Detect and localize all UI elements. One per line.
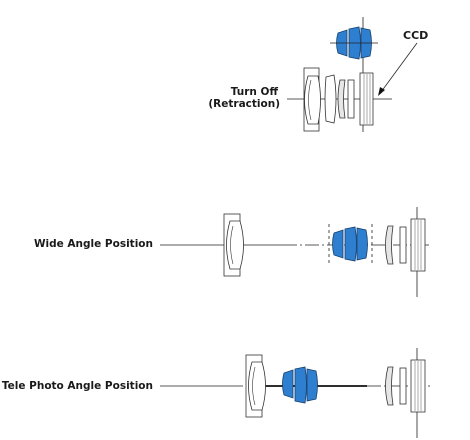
- tele-front-lens: [248, 361, 266, 411]
- wide-blue-lens-2: [344, 226, 357, 262]
- wide-front-lens: [226, 220, 244, 270]
- turn-off-label-line1: Turn Off: [231, 86, 279, 98]
- tele-lens-grey: [385, 366, 394, 406]
- turn-off-ccd-block: [359, 72, 374, 126]
- tele-blue-lens-2: [294, 366, 307, 404]
- tele-photo-section: Tele Photo Angle Position: [2, 348, 430, 438]
- tele-small-lens: [399, 367, 407, 405]
- wide-small-lens: [399, 226, 407, 264]
- wide-lens-grey: [385, 225, 394, 265]
- tele-photo-label: Tele Photo Angle Position: [2, 380, 153, 392]
- turn-off-front-lens-curve: [308, 79, 312, 121]
- wide-angle-label: Wide Angle Position: [34, 238, 153, 250]
- turn-off-lens-2: [324, 74, 337, 124]
- tele-sensor-hatch: [414, 361, 422, 411]
- tele-blue-lens-group: [282, 366, 318, 404]
- wide-sensor-hatch: [414, 220, 422, 270]
- ccd-leader-line: [380, 42, 418, 93]
- tele-front-lens-curve: [252, 366, 256, 406]
- tele-blue-lens-1: [282, 369, 294, 399]
- wide-blue-lens-group: [332, 226, 368, 262]
- turn-off-front-lens: [304, 75, 321, 125]
- wide-blue-lens-1: [332, 229, 344, 259]
- ccd-label: CCD: [403, 29, 428, 42]
- wide-angle-section: Wide Angle Position: [34, 207, 430, 297]
- tele-blue-lens-3: [306, 368, 318, 402]
- wide-blue-lens-3: [356, 227, 368, 261]
- turn-off-ccd-hatch: [363, 74, 371, 124]
- turn-off-lens-3: [337, 79, 346, 119]
- ccd-leader-arrowhead: [378, 87, 385, 96]
- turn-off-label-line2: (Retraction): [208, 98, 280, 110]
- wide-front-lens-curve: [230, 225, 234, 265]
- turn-off-lens-4: [347, 79, 355, 119]
- turn-off-section: CCD Turn Off (Retraction): [208, 17, 428, 132]
